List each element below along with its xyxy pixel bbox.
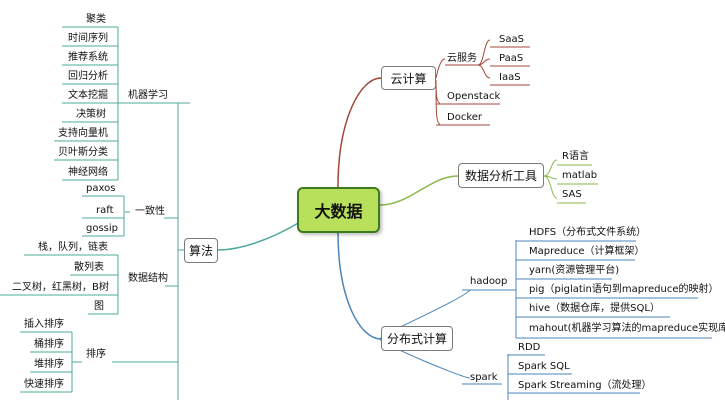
topic-bucket-sort[interactable]: 桶排序	[34, 339, 64, 350]
topic-stack-queue-list[interactable]: 栈，队列，链表	[38, 242, 108, 253]
topic-matlab[interactable]: matlab	[562, 170, 598, 181]
topic-openstack[interactable]: Openstack	[447, 91, 501, 102]
topic-distributed-computing[interactable]: 分布式计算	[381, 326, 453, 351]
topic-paas[interactable]: PaaS	[499, 53, 524, 64]
link-root-algorithm	[216, 221, 301, 251]
topic-distributed-computing-label: 分布式计算	[386, 332, 447, 346]
topic-graph[interactable]: 图	[94, 301, 104, 312]
topic-hdfs[interactable]: HDFS（分布式文件系统）	[529, 227, 647, 238]
topic-machine-learning[interactable]: 机器学习	[128, 90, 168, 101]
root-topic[interactable]: 大数据	[297, 187, 380, 233]
topic-sorting[interactable]: 排序	[86, 349, 106, 360]
topic-raft[interactable]: raft	[96, 205, 114, 216]
topic-paxos[interactable]: paxos	[86, 183, 116, 194]
topic-mapreduce[interactable]: Mapreduce（计算框架）	[529, 246, 645, 257]
topic-sas[interactable]: SAS	[562, 189, 582, 200]
topic-hash-table[interactable]: 散列表	[74, 262, 104, 273]
topic-hadoop[interactable]: hadoop	[470, 276, 508, 287]
topic-spark-streaming[interactable]: Spark Streaming（流处理）	[518, 380, 652, 391]
topic-pig[interactable]: pig（piglatin语句到mapreduce的映射）	[529, 284, 719, 295]
topic-insertion-sort[interactable]: 插入排序	[24, 319, 64, 330]
topic-trees[interactable]: 二叉树，红黑树，B树	[12, 282, 109, 293]
link-root-distributed	[337, 231, 382, 340]
topic-data-analysis-tools-label: 数据分析工具	[464, 169, 537, 183]
topic-neural-network[interactable]: 神经网络	[68, 167, 108, 178]
topic-decision-tree[interactable]: 决策树	[76, 109, 106, 120]
topic-spark[interactable]: spark	[470, 372, 498, 383]
topic-bayes[interactable]: 贝叶斯分类	[58, 147, 108, 158]
topic-cloud-services[interactable]: 云服务	[447, 53, 477, 64]
topic-cloud-computing-label: 云计算	[390, 71, 427, 86]
topic-svm[interactable]: 支持向量机	[58, 128, 108, 139]
topic-consistency[interactable]: 一致性	[135, 206, 165, 217]
topic-rdd[interactable]: RDD	[518, 342, 541, 353]
link-cloud-docker	[435, 79, 441, 125]
topic-quick-sort[interactable]: 快速排序	[24, 379, 64, 390]
topic-mahout[interactable]: mahout(机器学习算法的mapreduce实现库)	[529, 323, 725, 334]
topic-data-structures[interactable]: 数据结构	[128, 273, 168, 284]
topic-algorithm[interactable]: 算法	[184, 238, 218, 263]
topic-time-series[interactable]: 时间序列	[68, 33, 108, 44]
topic-heap-sort[interactable]: 堆排序	[34, 359, 64, 370]
topic-regression[interactable]: 回归分析	[68, 71, 108, 82]
topic-yarn[interactable]: yarn(资源管理平台)	[529, 265, 620, 276]
topic-data-analysis-tools[interactable]: 数据分析工具	[458, 163, 544, 188]
topic-iaas[interactable]: IaaS	[499, 72, 521, 83]
topic-algorithm-label: 算法	[188, 244, 213, 258]
topic-saas[interactable]: SaaS	[499, 34, 524, 45]
topic-clustering[interactable]: 聚类	[86, 14, 106, 25]
topic-r-language[interactable]: R语言	[562, 151, 589, 162]
topic-spark-sql[interactable]: Spark SQL	[518, 361, 570, 372]
topic-docker[interactable]: Docker	[447, 112, 483, 123]
topic-hive[interactable]: hive（数据仓库，提供SQL）	[529, 303, 660, 314]
topic-text-mining[interactable]: 文本挖掘	[68, 90, 108, 101]
link-root-analysis	[379, 175, 459, 206]
topic-cloud-computing[interactable]: 云计算	[381, 66, 436, 90]
link-cloud-services	[435, 58, 446, 79]
topic-gossip[interactable]: gossip	[86, 223, 119, 234]
root-topic-label: 大数据	[314, 202, 363, 221]
link-root-cloud	[337, 77, 382, 188]
topic-recommender[interactable]: 推荐系统	[68, 52, 108, 63]
